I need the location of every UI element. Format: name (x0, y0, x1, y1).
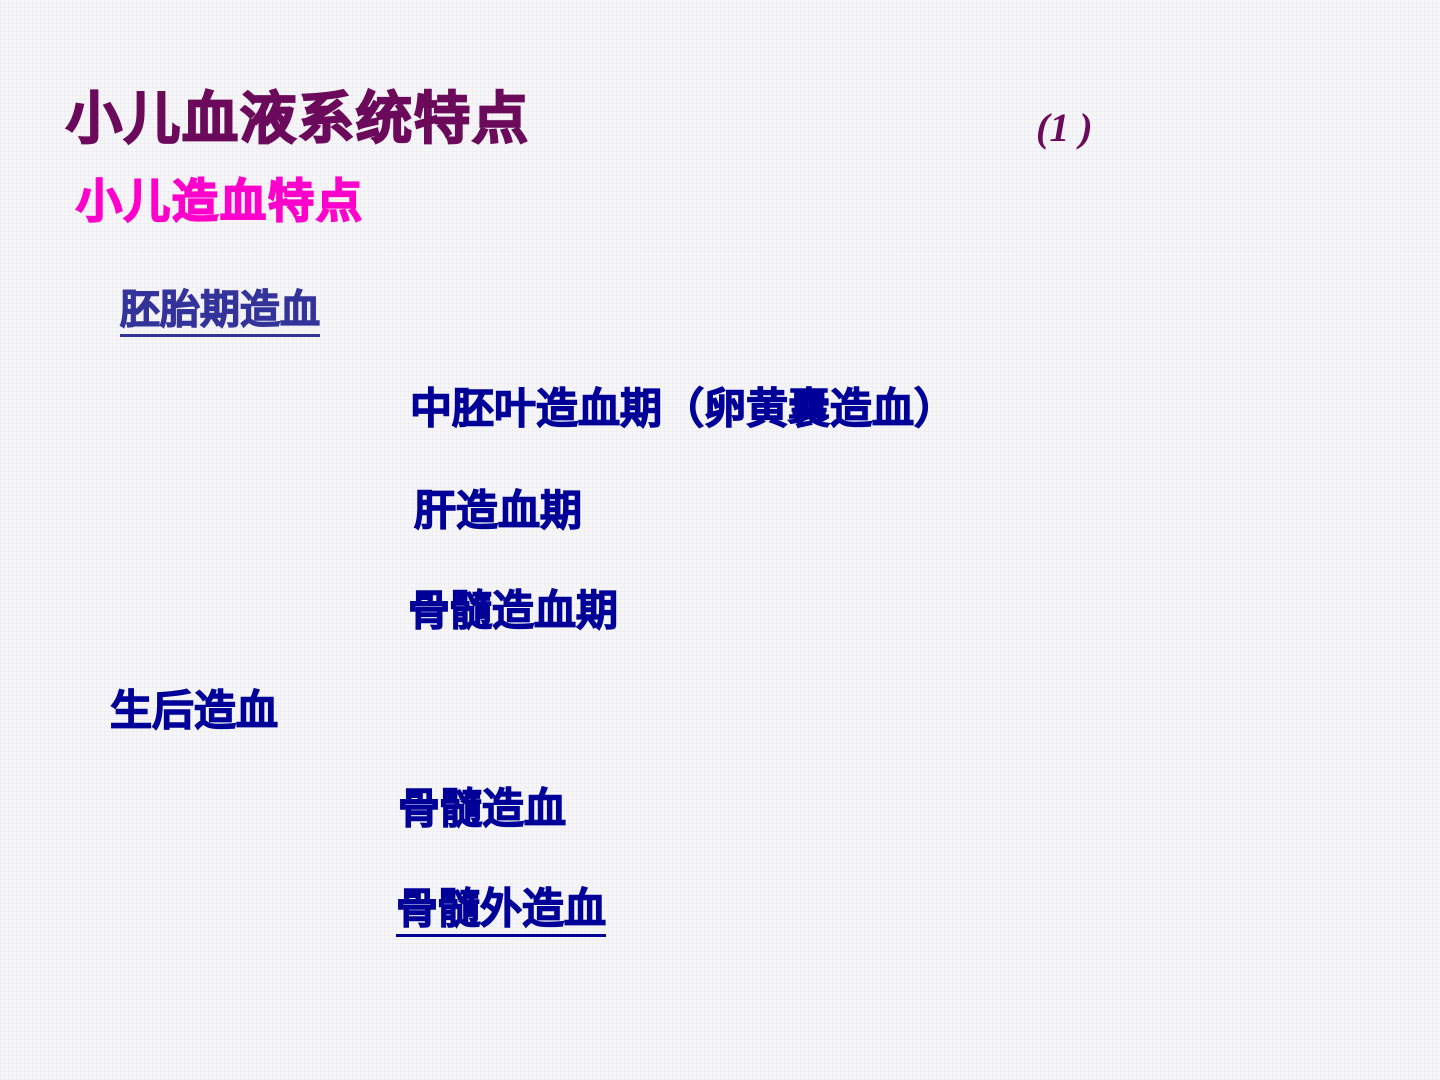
slide-subtitle: 小儿造血特点 (75, 174, 364, 228)
bone-marrow-hematopoiesis-item: 骨髓造血 (397, 784, 567, 833)
bone-marrow-period-item: 骨髓造血期 (407, 586, 619, 635)
mesoderm-hematopoiesis-item: 中胚叶造血期（卵黄囊造血） (409, 384, 957, 433)
postnatal-hematopoiesis-heading: 生后造血 (109, 686, 279, 735)
slide-title: 小儿血液系统特点 (65, 87, 530, 152)
liver-hematopoiesis-item: 肝造血期 (413, 486, 583, 535)
extramedullary-hematopoiesis-item: 骨髓外造血 (395, 887, 607, 937)
embryonic-hematopoiesis-heading: 胚胎期造血 (119, 289, 321, 337)
page-number: (1 ) (1036, 105, 1093, 150)
